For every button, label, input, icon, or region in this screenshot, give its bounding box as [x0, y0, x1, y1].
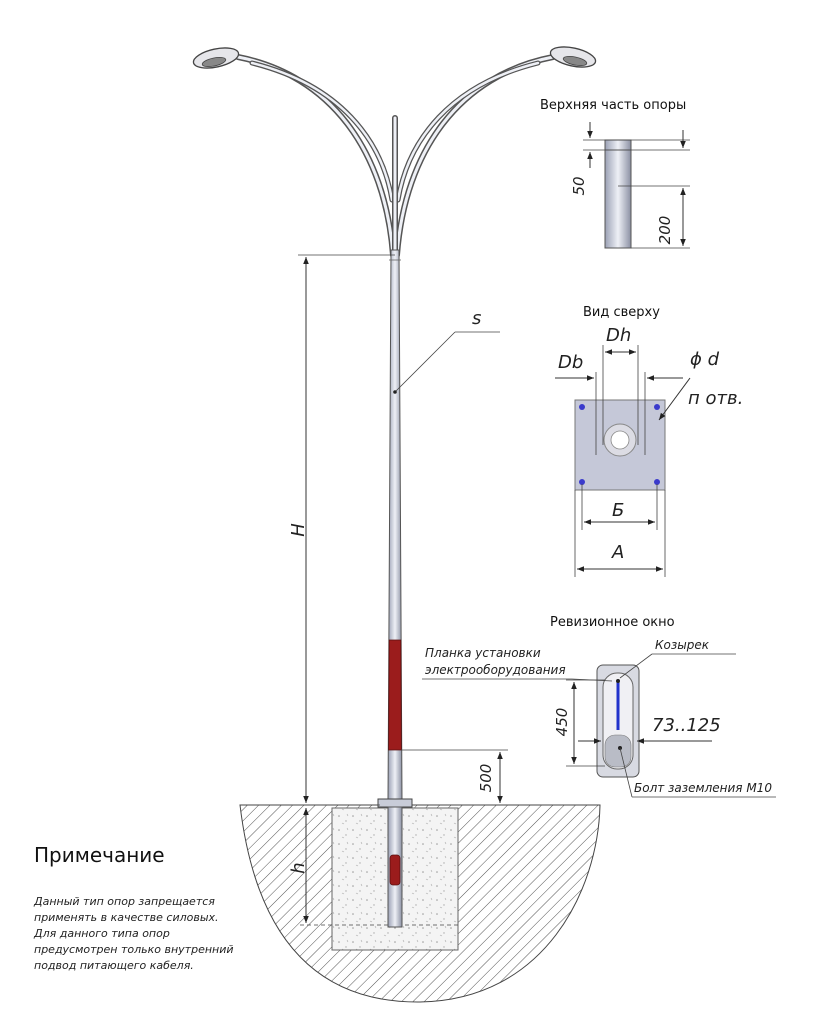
label-50: 50 — [570, 176, 588, 195]
red-band — [388, 639, 402, 751]
visor-label: Козырек — [655, 638, 710, 652]
bolt-hole — [579, 404, 585, 410]
leader-s: s — [393, 308, 500, 394]
note-block: Примечание Данный тип опор запрещается п… — [33, 843, 234, 972]
ground-section — [239, 804, 601, 1003]
label-500: 500 — [477, 764, 495, 793]
upper-part-detail: Верхняя часть опоры 50 200 — [540, 98, 690, 249]
note-line: подвод питающего кабеля. — [34, 959, 194, 972]
bolt-hole — [654, 479, 660, 485]
top-view-detail: Вид сверху Dh Db ϕ d п отв. Б А — [555, 305, 743, 577]
inspection-title: Ревизионное окно — [550, 615, 675, 630]
inspection-window-detail: Ревизионное окно Планка установки электр… — [422, 615, 776, 798]
label-dh: Dh — [606, 325, 631, 346]
dimension-h: h — [288, 808, 309, 923]
label-200: 200 — [656, 216, 674, 245]
plate-label-2: электрооборудования — [425, 663, 566, 677]
label-s: s — [472, 308, 481, 329]
label-b: Б — [612, 500, 624, 521]
bolt-label: Болт заземления М10 — [634, 781, 772, 795]
note-line: применять в качестве силовых. — [34, 911, 219, 924]
label-a: А — [611, 542, 624, 563]
top-view-title: Вид сверху — [583, 305, 660, 320]
label-H: H — [288, 523, 309, 537]
pole-arms — [235, 54, 556, 258]
label-phi-d: ϕ d — [690, 349, 720, 370]
dimension-500: 500 — [401, 749, 508, 806]
lamp-right — [549, 46, 597, 68]
upper-tube — [604, 139, 632, 249]
dimension-H: H — [288, 254, 395, 806]
note-line: Для данного типа опор — [33, 927, 170, 940]
note-line: Данный тип опор запрещается — [33, 895, 215, 908]
lamp-left — [192, 47, 240, 69]
label-450: 450 — [553, 708, 571, 737]
note-line: предусмотрен только внутренний — [34, 943, 234, 956]
upper-part-title: Верхняя часть опоры — [540, 98, 686, 113]
bolt-hole — [654, 404, 660, 410]
label-h: h — [288, 862, 309, 873]
label-db: Db — [558, 352, 583, 373]
note-title: Примечание — [34, 843, 165, 867]
base-flange — [377, 798, 413, 808]
pole-shaft — [377, 249, 413, 928]
label-n-holes: п отв. — [688, 388, 743, 409]
bolt-hole — [579, 479, 585, 485]
cable-entry-red — [389, 854, 401, 886]
range-label: 73..125 — [652, 715, 721, 736]
plate-label-1: Планка установки — [425, 646, 541, 660]
